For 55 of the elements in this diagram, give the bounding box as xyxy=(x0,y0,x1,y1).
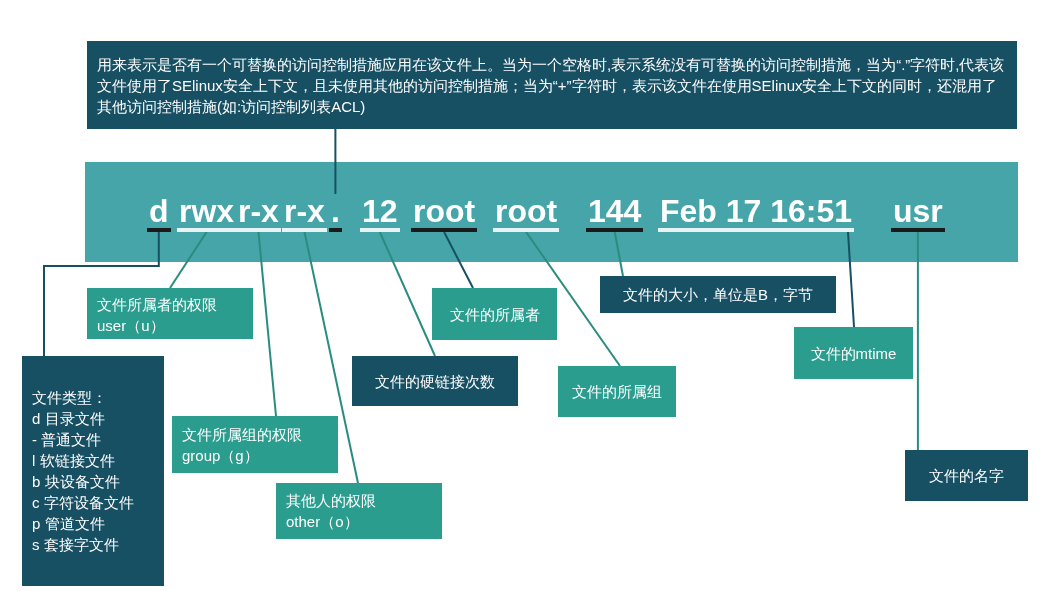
field-text: r-x xyxy=(282,194,327,232)
leader-line xyxy=(525,231,621,367)
leader-line xyxy=(334,128,337,195)
callout-box xyxy=(905,450,1028,501)
callout-text: other（o） xyxy=(286,512,360,532)
leader-line xyxy=(916,231,919,451)
callout-box xyxy=(600,276,836,313)
callout-text: c 字符设备文件 xyxy=(32,493,135,513)
callout-box xyxy=(87,288,253,339)
field-text: 144 xyxy=(586,194,644,232)
callout-text: 文件的所属者 xyxy=(448,304,541,325)
leader-line xyxy=(257,231,277,417)
field-text: Feb 17 16:51 xyxy=(658,194,855,232)
callout-text: 文件的所属组 xyxy=(571,382,663,402)
callout-text: group（g） xyxy=(182,445,260,466)
callout-text: 文件所属组的权限 xyxy=(182,424,303,445)
callout-box xyxy=(352,356,518,406)
callout-text: 文件的硬链接次数 xyxy=(374,371,496,392)
callout-text: s 套接字文件 xyxy=(32,535,120,555)
callout-text: 用来表示是否有一个可替换的访问控制措施应用在该文件上。当为一个空格时,表示系统没有可替换的访问控制措施，当为“.”字符时,代表该文件使用了SElinux安全上下文，且未使用其他的访问控制措施；当为“+”字符时，表示该文件在使用SElinux安全上下文的同时，还混用了其他访问控制措施(如:访问控制列表ACL) xyxy=(97,54,1006,117)
leader-line xyxy=(169,231,208,289)
command-output-band xyxy=(85,162,1018,262)
leader-line xyxy=(613,231,624,277)
callout-text: 文件的mtime xyxy=(809,343,898,364)
field-text: 12 xyxy=(360,194,400,232)
field-text: root xyxy=(493,194,560,232)
callout-text: 文件类型： xyxy=(32,388,108,408)
callout-text: p 管道文件 xyxy=(32,514,106,534)
note-box xyxy=(87,41,1017,129)
callout-text: 文件的大小，单位是B，字节 xyxy=(622,285,814,305)
callout-text: user（u） xyxy=(97,316,166,336)
callout-text: l 软链接文件 xyxy=(32,451,116,471)
leader-line xyxy=(378,231,436,357)
leader-line xyxy=(303,231,359,484)
field-text: usr xyxy=(891,194,945,232)
callout-text: 文件的名字 xyxy=(928,466,1005,486)
callout-box xyxy=(276,483,442,539)
callout-text: - 普通文件 xyxy=(32,430,103,450)
leader-line xyxy=(443,231,474,289)
field-text: root xyxy=(411,194,478,232)
callout-box xyxy=(432,288,557,340)
callout-text: d 目录文件 xyxy=(32,409,106,429)
field-text: d xyxy=(147,194,171,232)
callout-text: 其他人的权限 xyxy=(286,491,377,511)
field-text: rwx xyxy=(177,194,237,232)
callout-text: b 块设备文件 xyxy=(32,472,121,492)
callout-box xyxy=(794,327,913,379)
callout-box xyxy=(172,416,338,473)
callout-text: 文件所属者的权限 xyxy=(97,295,218,315)
file-type-box xyxy=(22,356,164,586)
field-text: . xyxy=(329,194,342,232)
field-text: r-x xyxy=(236,194,281,232)
leader-line xyxy=(43,231,160,357)
leader-line xyxy=(847,231,855,328)
callout-box xyxy=(558,366,676,417)
